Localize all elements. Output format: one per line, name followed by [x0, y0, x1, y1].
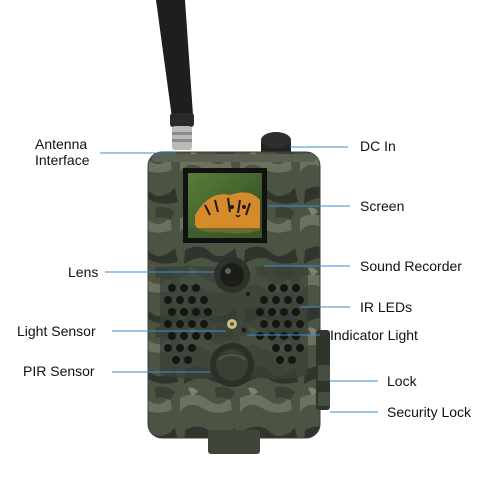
pir-sensor	[210, 343, 254, 387]
lens	[214, 257, 250, 293]
label-indicator-light: Indicator Light	[330, 327, 418, 343]
leader-lines	[100, 146, 378, 413]
light-sensor	[227, 319, 237, 329]
indicator-light	[241, 327, 247, 333]
label-antenna-line1: Antenna	[35, 136, 88, 152]
label-pir-sensor: PIR Sensor	[23, 363, 95, 379]
label-security-lock: Security Lock	[387, 404, 472, 420]
label-screen: Screen	[360, 198, 405, 214]
label-antenna-interface: Antenna Interface	[35, 136, 89, 168]
label-sound-recorder: Sound Recorder	[360, 258, 462, 274]
label-lens: Lens	[68, 264, 99, 280]
ir-leds-right	[256, 284, 304, 364]
label-dc-in: DC In	[360, 138, 396, 154]
label-ir-leds: IR LEDs	[360, 299, 413, 315]
sound-recorder-hole	[246, 292, 250, 296]
ir-leds-left	[164, 284, 212, 364]
label-antenna-line2: Interface	[35, 152, 90, 168]
screen	[183, 168, 267, 243]
antenna	[156, 0, 194, 150]
label-lock: Lock	[387, 373, 417, 389]
label-light-sensor: Light Sensor	[17, 323, 96, 339]
